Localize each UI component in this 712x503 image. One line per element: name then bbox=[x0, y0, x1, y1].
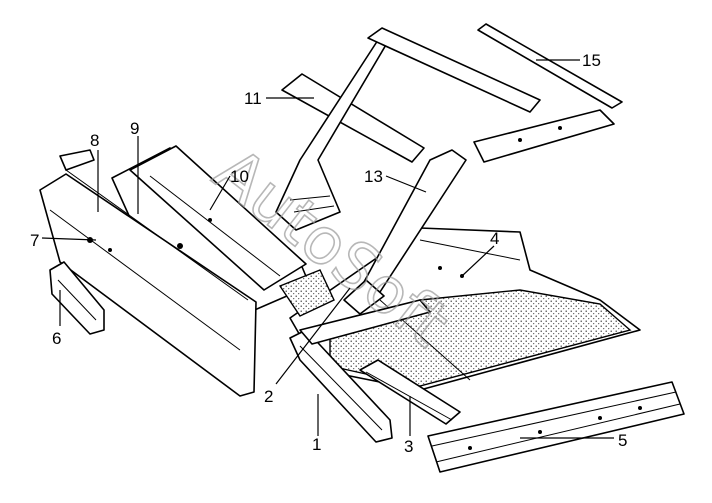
callout-11: 11 bbox=[244, 89, 262, 108]
callout-4: 4 bbox=[490, 229, 499, 248]
part-13-pillar bbox=[343, 149, 467, 315]
leader-lines bbox=[41, 59, 614, 439]
callout-3: 3 bbox=[404, 437, 413, 456]
leader-13 bbox=[385, 175, 427, 193]
roof-front-rail bbox=[367, 27, 541, 113]
callout-labels: 1 2 3 4 5 6 7 8 9 10 11 13 15 bbox=[30, 51, 627, 456]
callout-6: 6 bbox=[52, 329, 61, 348]
part-9-dash-panel bbox=[111, 145, 335, 331]
part-1-longitudinal bbox=[289, 299, 431, 443]
callout-7: 7 bbox=[30, 231, 39, 250]
leader-10 bbox=[209, 175, 231, 211]
part-6-bracket bbox=[49, 261, 105, 335]
callout-10: 10 bbox=[230, 167, 249, 186]
callout-2: 2 bbox=[264, 387, 273, 406]
callout-5: 5 bbox=[618, 431, 627, 450]
leader-7 bbox=[41, 237, 97, 241]
callout-15: 15 bbox=[582, 51, 601, 70]
part-3-sill-member bbox=[359, 359, 461, 425]
part-15-roof-rail bbox=[473, 23, 623, 163]
part-7-firewall bbox=[39, 149, 257, 397]
callout-13: 13 bbox=[364, 167, 383, 186]
callout-1: 1 bbox=[312, 435, 321, 454]
callout-8: 8 bbox=[90, 131, 99, 150]
callout-9: 9 bbox=[130, 119, 139, 138]
leader-2 bbox=[275, 287, 351, 385]
leader-4 bbox=[461, 245, 495, 277]
part-5-rear-panel bbox=[427, 381, 685, 473]
